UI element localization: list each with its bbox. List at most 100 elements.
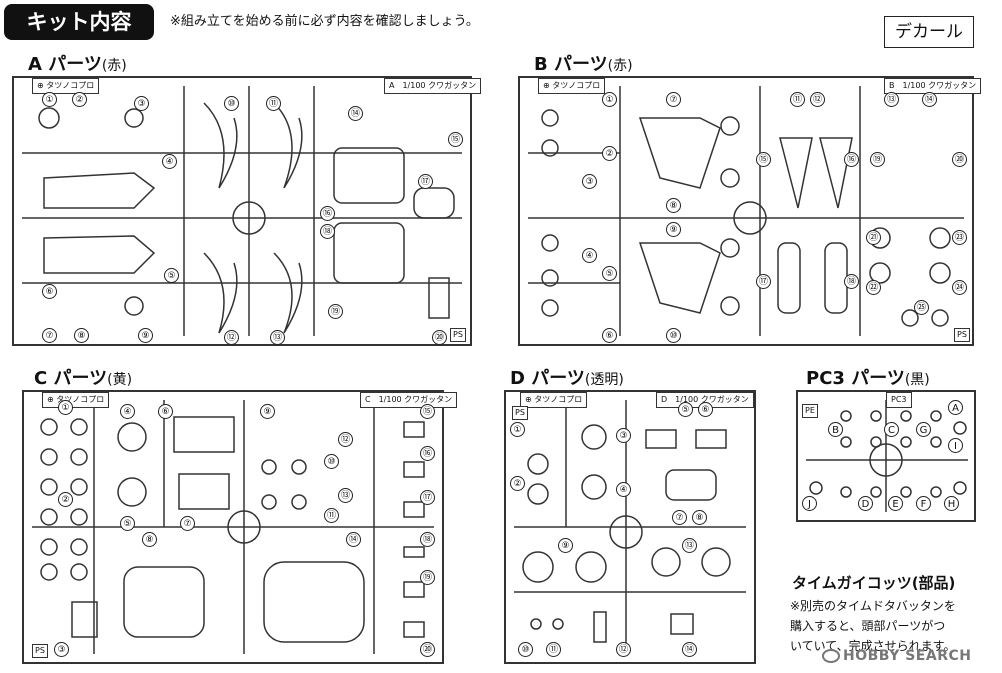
part-b-11: ⑪ [790,92,805,107]
kit-contents-badge: キット内容 [4,4,154,40]
runner-a-runner-label: A 1/100 クワガッタン [384,78,482,94]
part-b-4: ④ [582,248,597,263]
part-c-9: ⑨ [260,404,275,419]
part-b-21: ㉑ [866,230,881,245]
part-a-18: ⑱ [320,224,335,239]
part-b-8: ⑧ [666,198,681,213]
runner-c-runner-label: C 1/100 クワガッタン [360,392,458,408]
runner-d-maker-label: ⊕ タツノコプロ [520,392,588,408]
part-c-5: ⑤ [120,516,135,531]
runner-pc3-frame: PC3 PE A B C D E F G H I J [796,390,976,522]
part-c-13: ⑬ [338,488,353,503]
part-d-10: ⑩ [518,642,533,657]
part-b-18: ⑱ [844,274,859,289]
runner-d-ps-mark: PS [512,406,528,420]
part-c-12: ⑫ [338,432,353,447]
part-d-12: ⑫ [616,642,631,657]
part-d-14: ⑭ [682,642,697,657]
part-d-5: ⑤ [678,402,693,417]
runner-c-frame: ⊕ タツノコプロ C 1/100 クワガッタン PS ① ② ③ ④ ⑤ ⑥ ⑦… [22,390,458,664]
part-a-17: ⑰ [418,174,433,189]
part-d-6: ⑥ [698,402,713,417]
runner-b-drawing [528,86,964,336]
part-b-17: ⑰ [756,274,771,289]
part-c-7: ⑦ [180,516,195,531]
runner-pc3-runner-label: PC3 [886,392,912,408]
part-c-20: ⑳ [420,642,435,657]
section-c-title: C パーツ(黄) [34,368,133,389]
part-b-16: ⑯ [844,152,859,167]
part-c-11: ⑪ [324,508,339,523]
section-pc3-title: PC3 パーツ(黒) [806,368,930,389]
part-b-2: ② [602,146,617,161]
part-pc3-i: I [948,438,963,453]
hobby-search-watermark: HOBBY SEARCH [822,648,971,664]
part-b-20: ⑳ [952,152,967,167]
runner-b-runner-label: B 1/100 クワガッタン [884,78,982,94]
note-line-1: ※別売のタイムドタバッタンを [790,599,956,613]
part-a-8: ⑧ [74,328,89,343]
part-b-7: ⑦ [666,92,681,107]
part-b-12: ⑫ [810,92,825,107]
part-d-8: ⑧ [692,510,707,525]
part-b-15: ⑮ [756,152,771,167]
runner-c-ps-mark: PS [32,644,48,658]
part-b-24: ㉔ [952,280,967,295]
part-c-18: ⑱ [420,532,435,547]
runner-pc3-drawing [806,400,968,512]
part-c-1: ① [58,400,73,415]
runner-a-maker-label: ⊕ タツノコプロ [32,78,100,94]
part-a-6: ⑥ [42,284,57,299]
part-c-19: ⑲ [420,570,435,585]
part-c-16: ⑯ [420,446,435,461]
hobby-search-logo-icon [822,649,840,663]
part-d-1: ① [510,422,525,437]
part-b-22: ㉒ [866,280,881,295]
part-c-15: ⑮ [420,404,435,419]
part-pc3-h: H [944,496,959,511]
part-a-11: ⑪ [266,96,281,111]
part-d-13: ⑬ [682,538,697,553]
runner-a-ps-mark: PS [450,328,466,342]
part-a-7: ⑦ [42,328,57,343]
part-d-4: ④ [616,482,631,497]
note-line-2: 購入すると、頭部パーツがつ [790,619,946,633]
header-note: ※組み立てを始める前に必ず内容を確認しましょう。 [170,14,479,29]
runner-c-drawing [32,400,434,654]
part-a-16: ⑯ [320,206,335,221]
part-d-3: ③ [616,428,631,443]
note-body: ※別売のタイムドタバッタンを 購入すると、頭部パーツがつ いていて、完成させられ… [790,596,994,656]
part-pc3-f: F [916,496,931,511]
part-b-25: ㉕ [914,300,929,315]
part-a-2: ② [72,92,87,107]
part-pc3-b: B [828,422,843,437]
part-c-6: ⑥ [158,404,173,419]
part-b-9: ⑨ [666,222,681,237]
part-b-13: ⑬ [884,92,899,107]
part-c-14: ⑭ [346,532,361,547]
runner-b-maker-label: ⊕ タツノコプロ [538,78,606,94]
part-a-3: ③ [134,96,149,111]
part-pc3-a: A [948,400,963,415]
part-b-23: ㉓ [952,230,967,245]
part-b-3: ③ [582,174,597,189]
part-c-8: ⑧ [142,532,157,547]
part-a-1: ① [42,92,57,107]
part-pc3-e: E [888,496,903,511]
runner-c-maker-label: ⊕ タツノコプロ [42,392,110,408]
runner-a-drawing [22,86,462,336]
part-a-13: ⑬ [270,330,285,345]
part-d-7: ⑦ [672,510,687,525]
part-pc3-j: J [802,496,817,511]
part-pc3-d: D [858,496,873,511]
decal-button[interactable]: デカール [884,16,974,48]
part-d-11: ⑪ [546,642,561,657]
part-b-10: ⑩ [666,328,681,343]
part-a-15: ⑮ [448,132,463,147]
part-a-9: ⑨ [138,328,153,343]
part-c-2: ② [58,492,73,507]
note-title: タイムガイコッツ(部品) [792,574,956,592]
part-a-12: ⑫ [224,330,239,345]
part-b-5: ⑤ [602,266,617,281]
part-b-19: ⑲ [870,152,885,167]
